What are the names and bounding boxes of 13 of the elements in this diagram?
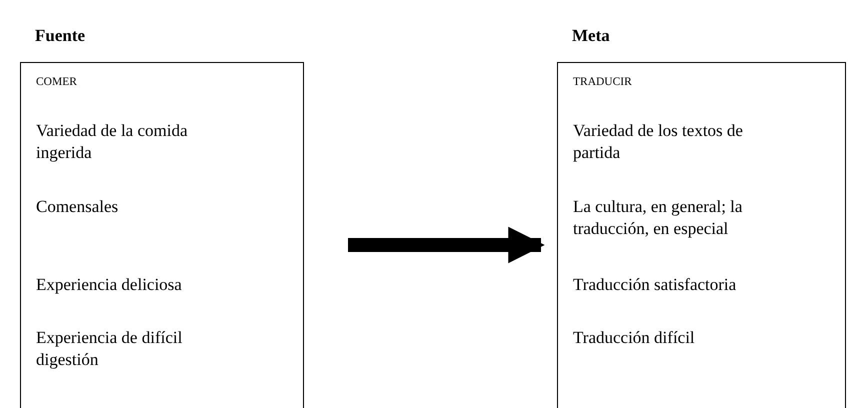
panel-heading: Fuente [35, 26, 86, 46]
panel-title: TRADUCIR [573, 75, 633, 89]
list-item: Experiencia deliciosa [36, 274, 183, 296]
list-item: Variedad de la comida ingerida [36, 120, 189, 164]
list-item: Traducción difícil [573, 327, 696, 349]
list-item: Variedad de los textos de partida [573, 120, 744, 164]
list-item: La cultura, en general; la traducción, en especial [573, 196, 744, 240]
panel-title: COMER [36, 75, 78, 89]
panel-heading: Meta [572, 26, 610, 46]
list-item: Comensales [36, 196, 120, 218]
list-item: Traducción satisfactoria [573, 274, 738, 296]
list-item: Experiencia de difícil digestión [36, 327, 184, 371]
arrow [348, 226, 545, 264]
